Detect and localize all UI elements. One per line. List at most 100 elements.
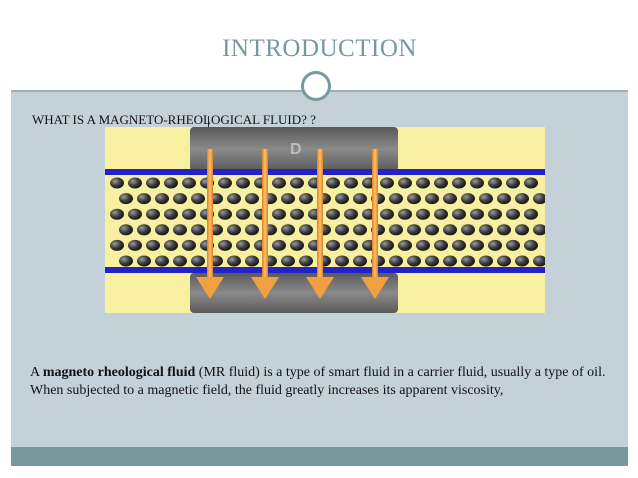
particle [299,193,313,205]
particle [236,239,250,251]
particle [182,208,196,220]
field-arrow-shaft [262,149,268,285]
particle [533,255,545,267]
particle [452,177,466,189]
particle [344,239,358,251]
slide-title: INTRODUCTION [222,35,417,62]
particle [488,239,502,251]
particle [272,177,286,189]
particle [236,208,250,220]
particle [110,177,124,189]
particle [389,193,403,205]
particle [380,239,394,251]
field-arrow-head [361,277,389,299]
particle [470,239,484,251]
particle [182,239,196,251]
particle [137,193,151,205]
particle [479,193,493,205]
particle [245,193,259,205]
particle [407,255,421,267]
particle [110,239,124,251]
particle [227,193,241,205]
particle [389,224,403,236]
footer-bar [11,447,628,466]
particle [164,208,178,220]
particle [236,177,250,189]
particle [506,177,520,189]
particle [281,224,295,236]
particle [227,224,241,236]
particle [146,177,160,189]
particle [137,224,151,236]
particle [110,208,124,220]
particle [218,177,232,189]
particle [425,224,439,236]
particle [299,224,313,236]
particle [443,193,457,205]
particle [155,193,169,205]
channel-top-line [105,169,545,175]
particle [290,177,304,189]
particle [299,255,313,267]
field-arrow-shaft [317,149,323,285]
particle [452,239,466,251]
particle [434,239,448,251]
particle [335,224,349,236]
particle [128,208,142,220]
particle [470,177,484,189]
particle [164,239,178,251]
particle [497,255,511,267]
particle [272,208,286,220]
particle [407,224,421,236]
particle [515,255,529,267]
particle [353,255,367,267]
particle [146,208,160,220]
particle [146,239,160,251]
particle [326,239,340,251]
particle [245,255,259,267]
particle [326,177,340,189]
channel-bottom-line [105,267,545,273]
particle [218,208,232,220]
particle [227,255,241,267]
particle [191,255,205,267]
particle [119,255,133,267]
particle [479,224,493,236]
particle [434,208,448,220]
particle [524,177,538,189]
magnet-bottom [190,273,398,313]
particle [398,177,412,189]
particle [191,224,205,236]
field-arrow-shaft [207,149,213,285]
particle [164,177,178,189]
particle [344,208,358,220]
particle [497,193,511,205]
particle [281,255,295,267]
circle-ornament-icon [301,71,331,101]
particle [407,193,421,205]
particle [515,224,529,236]
particle [389,255,403,267]
particle [173,224,187,236]
particle [461,255,475,267]
particle [443,255,457,267]
particle [335,255,349,267]
particle [524,239,538,251]
field-arrow-head [251,277,279,299]
particle [425,255,439,267]
particle [272,239,286,251]
particle [344,177,358,189]
particle [443,224,457,236]
particle [353,193,367,205]
particle [425,193,439,205]
body-paragraph: A magneto rheological fluid (MR fluid) i… [30,364,610,400]
particle [524,208,538,220]
mr-fluid-diagram: D [105,127,545,313]
field-arrows [196,149,389,299]
field-arrow-shaft [372,149,378,285]
body-key-term: magneto rheological fluid [42,365,196,380]
particle [290,208,304,220]
particle [353,224,367,236]
particle [533,193,545,205]
particle [119,224,133,236]
